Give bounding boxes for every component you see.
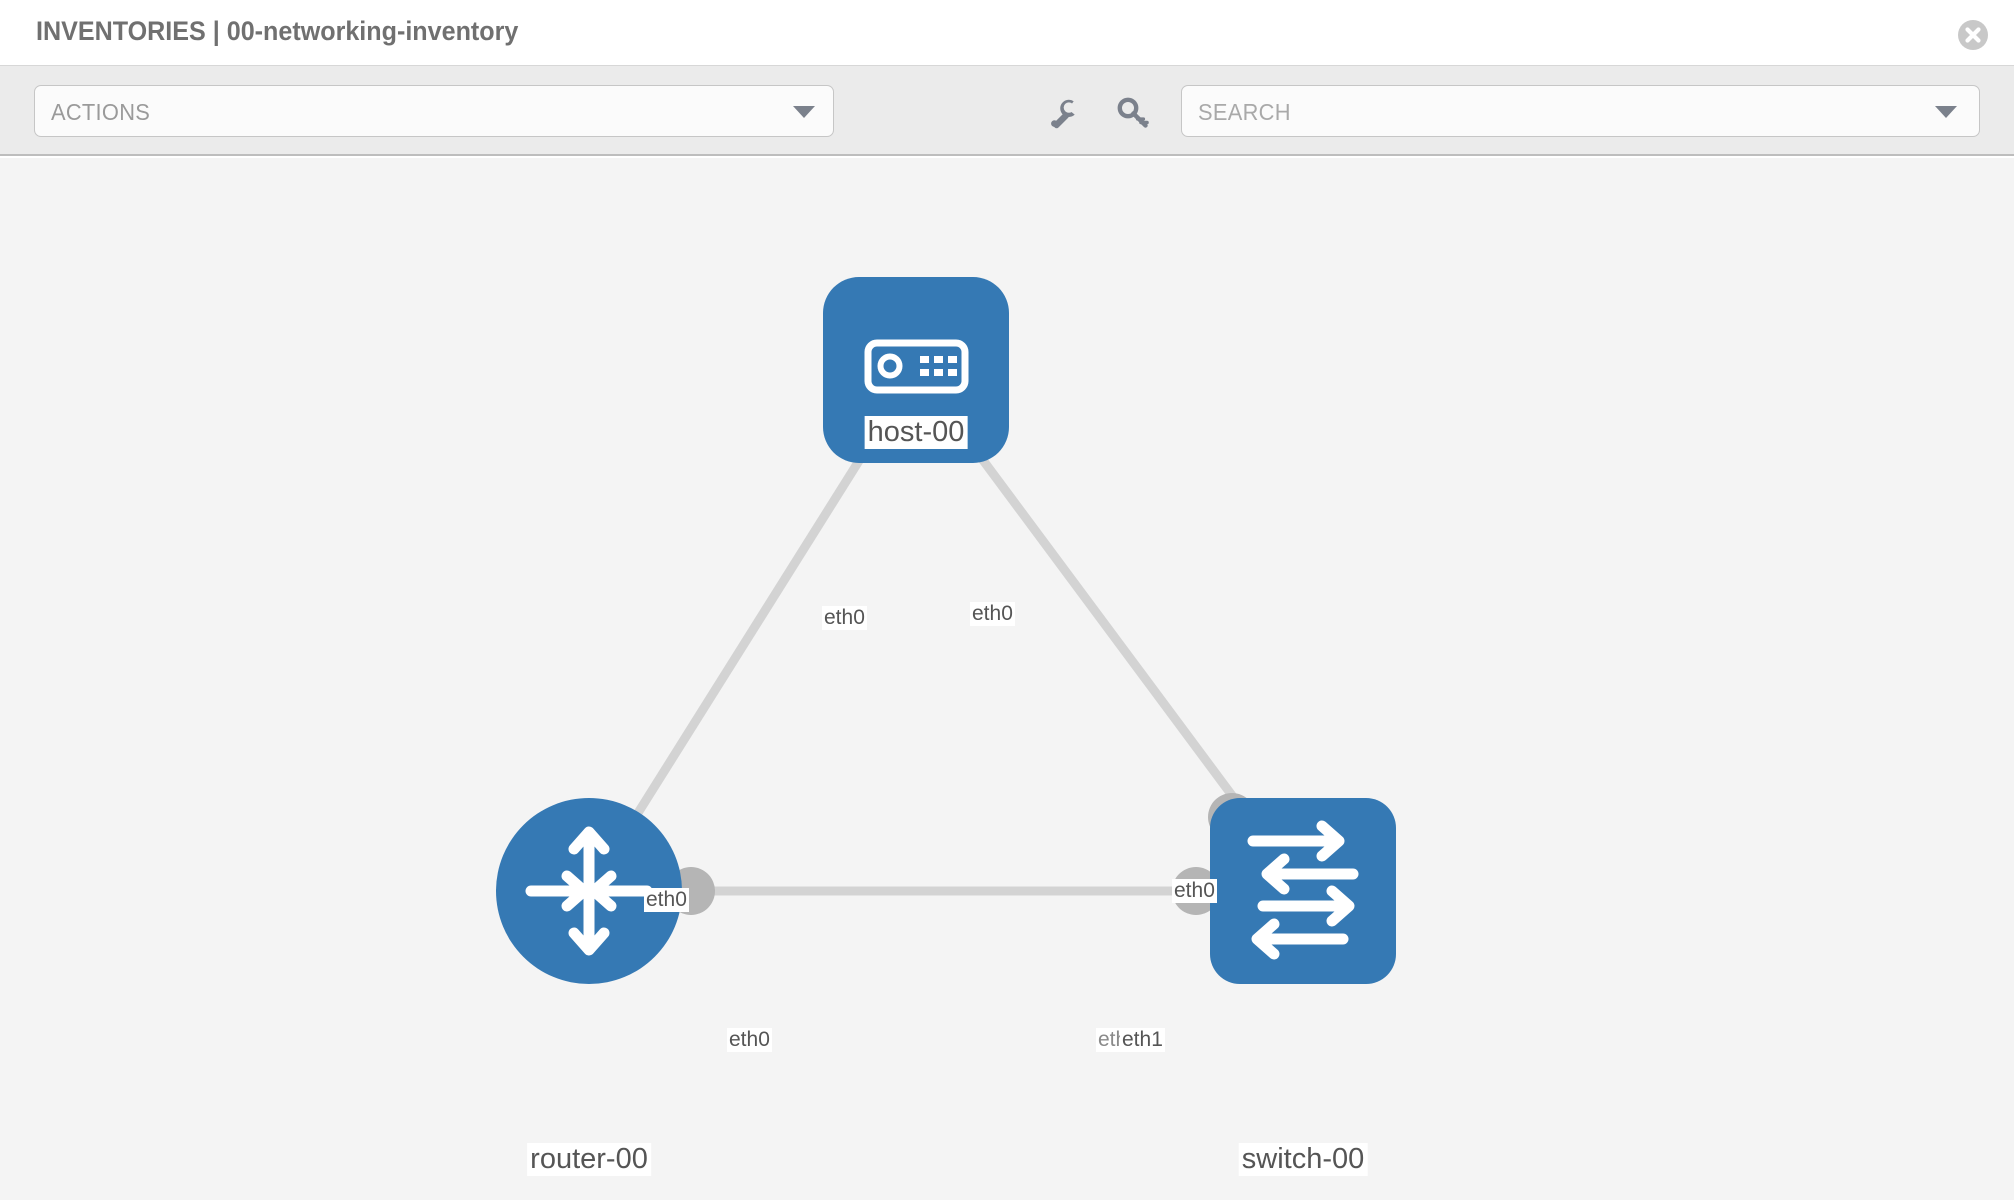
node-switch-00[interactable] <box>1210 798 1396 984</box>
search-placeholder: SEARCH <box>1198 99 1291 125</box>
iface-label-switch-eth0-uplink: eth0 <box>1172 879 1217 903</box>
close-icon[interactable] <box>1958 20 1988 50</box>
node-label-router-00: router-00 <box>527 1143 651 1176</box>
iface-label-switch-eth1: eth1 <box>1120 1028 1165 1052</box>
key-icon[interactable] <box>1116 96 1150 130</box>
chevron-down-icon <box>793 106 815 118</box>
router-arrows-icon <box>525 826 653 956</box>
search-input[interactable]: SEARCH <box>1181 85 1980 137</box>
actions-dropdown[interactable]: ACTIONS <box>34 85 834 137</box>
toolbar: ACTIONS SEARCH <box>0 66 2014 156</box>
actions-dropdown-label: ACTIONS <box>51 99 151 125</box>
iface-label-host-eth0-right: eth0 <box>970 602 1015 626</box>
iface-label-host-eth0-left: eth0 <box>822 606 867 630</box>
page-header: INVENTORIES | 00-networking-inventory <box>0 0 2014 66</box>
topology-canvas[interactable]: host-00 router-00 switch-00 eth0 eth0 et… <box>0 158 2014 1200</box>
node-label-switch-00: switch-00 <box>1238 1143 1368 1176</box>
page-title: INVENTORIES | 00-networking-inventory <box>36 16 519 46</box>
iface-label-router-eth0: eth0 <box>727 1028 772 1052</box>
node-router-00[interactable] <box>496 798 682 984</box>
switch-arrows-icon <box>1247 820 1359 960</box>
topology-graph <box>496 277 1396 984</box>
node-label-host-00: host-00 <box>864 416 968 449</box>
chevron-down-icon[interactable] <box>1935 106 1957 118</box>
server-icon <box>864 339 969 394</box>
iface-label-router-eth0-uplink: eth0 <box>644 888 689 912</box>
wrench-icon[interactable] <box>1048 96 1082 130</box>
